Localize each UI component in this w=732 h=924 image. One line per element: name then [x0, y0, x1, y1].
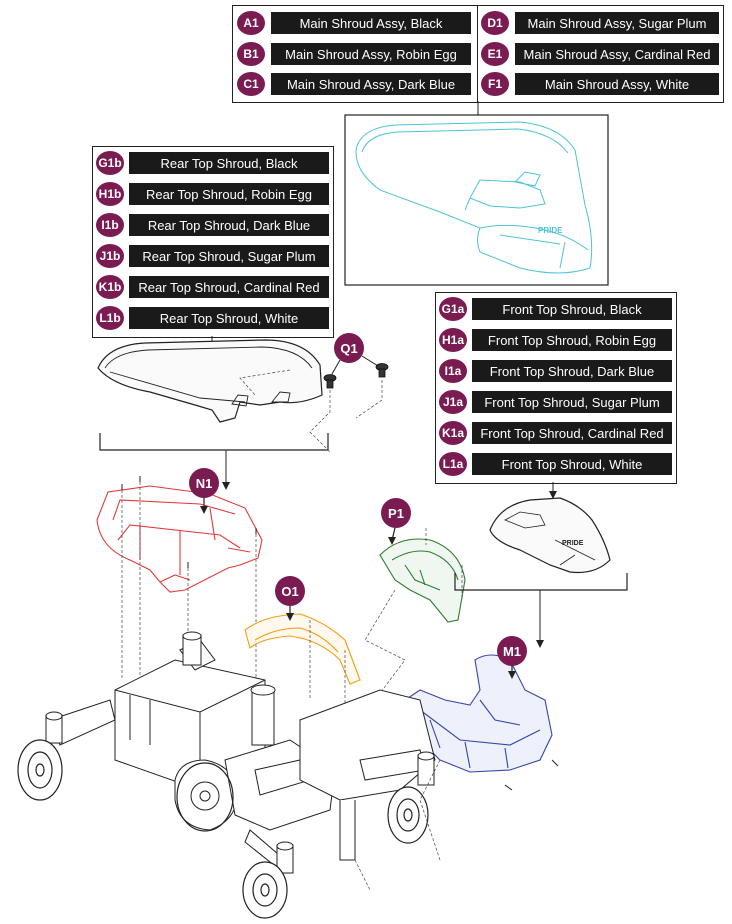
front-top-shroud-details: [504, 511, 596, 566]
legend-label-l1b: Rear Top Shroud, White: [129, 307, 329, 329]
rear-top-shroud-legend: G1b Rear Top Shroud, Black H1b Rear Top …: [92, 146, 334, 338]
legend-label-l1a: Front Top Shroud, White: [472, 453, 672, 475]
front-legend-arrow: [549, 491, 557, 499]
legend-badge-i1a: I1a: [439, 359, 467, 383]
front-shroud-logo: PRIDE: [562, 540, 584, 547]
rear-top-shroud-details: [104, 346, 313, 407]
legend-label-h1a: Front Top Shroud, Robin Egg: [472, 329, 672, 351]
rear-shroud-bracket: [99, 433, 329, 451]
rear-bracket-arrow: [222, 482, 230, 490]
callout-n1: N1: [189, 468, 219, 498]
caster-wheel-right-front: [387, 786, 429, 844]
legend-badge-e1: E1: [481, 42, 509, 66]
q1-dashed-paths: [239, 369, 383, 453]
front-fender-drawing: [379, 538, 466, 623]
front-shroud-bracket: [454, 573, 628, 591]
legend-label-k1b: Rear Top Shroud, Cardinal Red: [129, 276, 329, 298]
drive-wheel: [176, 762, 234, 832]
front-bumper-drawing: [404, 654, 553, 773]
legend-badge-l1a: L1a: [439, 452, 467, 476]
legend-badge-f1: F1: [481, 72, 509, 96]
q1-knob-left: [323, 374, 337, 389]
legend-label-d1: Main Shroud Assy, Sugar Plum: [515, 12, 719, 34]
legend-label-k1a: Front Top Shroud, Cardinal Red: [472, 422, 672, 444]
legend-badge-k1a: K1a: [439, 421, 467, 445]
callout-o1: O1: [275, 576, 305, 606]
legend-label-a1: Main Shroud Assy, Black: [271, 12, 471, 34]
rear-top-shroud-drawing: [97, 339, 323, 423]
front-bracket-arrow: [536, 640, 544, 648]
main-shroud-drawing: [355, 121, 593, 274]
main-shroud-frame: [344, 114, 609, 286]
callout-arrowheads: [200, 506, 516, 679]
caster-wheel-left-rear: [17, 739, 63, 801]
q1-leader-right: [361, 355, 379, 367]
callout-q1: Q1: [334, 333, 364, 363]
seat-frame-drawing: [96, 485, 263, 593]
caster-wheel-bottom: [242, 861, 288, 919]
legend-label-h1b: Rear Top Shroud, Robin Egg: [129, 183, 329, 205]
legend-badge-l1b: L1b: [96, 306, 124, 330]
base-guides: [354, 759, 441, 891]
legend-divider: [477, 6, 478, 102]
legend-badge-a1: A1: [237, 11, 265, 35]
front-fender-guides: [359, 528, 463, 721]
callout-p1: P1: [381, 498, 411, 528]
front-top-shroud-legend: G1a Front Top Shroud, Black H1a Front To…: [435, 292, 677, 484]
legend-label-i1a: Front Top Shroud, Dark Blue: [472, 360, 672, 382]
callout-m1: M1: [497, 636, 527, 666]
legend-badge-h1b: H1b: [96, 182, 124, 206]
main-shroud-legend: A1 Main Shroud Assy, Black B1 Main Shrou…: [232, 5, 724, 103]
legend-badge-d1: D1: [481, 11, 509, 35]
legend-badge-k1b: K1b: [96, 275, 124, 299]
front-bumper-screws: [504, 759, 559, 791]
q1-knob-right: [375, 363, 389, 378]
rear-fender-guides: [309, 620, 346, 720]
front-top-shroud-drawing: [489, 497, 611, 574]
base-chassis-drawing: [45, 631, 436, 874]
legend-badge-i1b: I1b: [96, 213, 124, 237]
legend-badge-b1: B1: [237, 42, 265, 66]
legend-label-b1: Main Shroud Assy, Robin Egg: [271, 43, 471, 65]
rear-legend-arrow: [208, 348, 216, 356]
legend-badge-h1a: H1a: [439, 328, 467, 352]
legend-label-c1: Main Shroud Assy, Dark Blue: [271, 73, 471, 95]
seat-frame-guides: [121, 482, 257, 690]
legend-label-e1: Main Shroud Assy, Cardinal Red: [515, 43, 719, 65]
legend-badge-g1a: G1a: [439, 297, 467, 321]
legend-badge-j1a: J1a: [439, 390, 467, 414]
q1-leader-left: [331, 359, 341, 375]
legend-badge-c1: C1: [237, 72, 265, 96]
callout-leaders: [203, 497, 513, 674]
main-shroud-logo: PRIDE: [538, 226, 563, 235]
legend-label-f1: Main Shroud Assy, White: [515, 73, 719, 95]
seat-frame-screws: [121, 476, 257, 568]
legend-label-i1b: Rear Top Shroud, Dark Blue: [129, 214, 329, 236]
rear-fender-drawing: [244, 613, 361, 685]
legend-label-j1b: Rear Top Shroud, Sugar Plum: [129, 245, 329, 267]
legend-badge-j1b: J1b: [96, 244, 124, 268]
legend-label-g1a: Front Top Shroud, Black: [472, 298, 672, 320]
legend-label-j1a: Front Top Shroud, Sugar Plum: [472, 391, 672, 413]
legend-label-g1b: Rear Top Shroud, Black: [129, 152, 329, 174]
legend-badge-g1b: G1b: [96, 151, 124, 175]
